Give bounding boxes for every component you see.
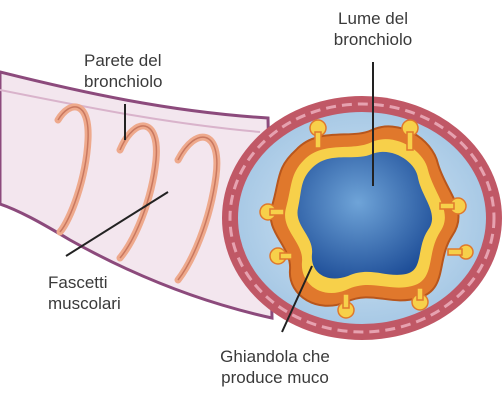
- label-muscle-line1: Fascetti: [48, 272, 121, 293]
- label-muscle-line2: muscolari: [48, 293, 121, 314]
- label-gland-line1: Ghiandola che: [200, 346, 350, 367]
- label-muscle: Fascetti muscolari: [48, 272, 121, 314]
- label-lumen-line1: Lume del: [318, 8, 428, 29]
- lumen: [297, 152, 432, 279]
- label-wall-line2: bronchiolo: [84, 71, 162, 92]
- label-wall-line1: Parete del: [84, 50, 162, 71]
- label-wall: Parete del bronchiolo: [84, 50, 162, 92]
- label-lumen: Lume del bronchiolo: [318, 8, 428, 50]
- label-gland-line2: produce muco: [200, 367, 350, 388]
- label-gland: Ghiandola che produce muco: [200, 346, 350, 388]
- cross-section: [222, 96, 502, 340]
- label-lumen-line2: bronchiolo: [318, 29, 428, 50]
